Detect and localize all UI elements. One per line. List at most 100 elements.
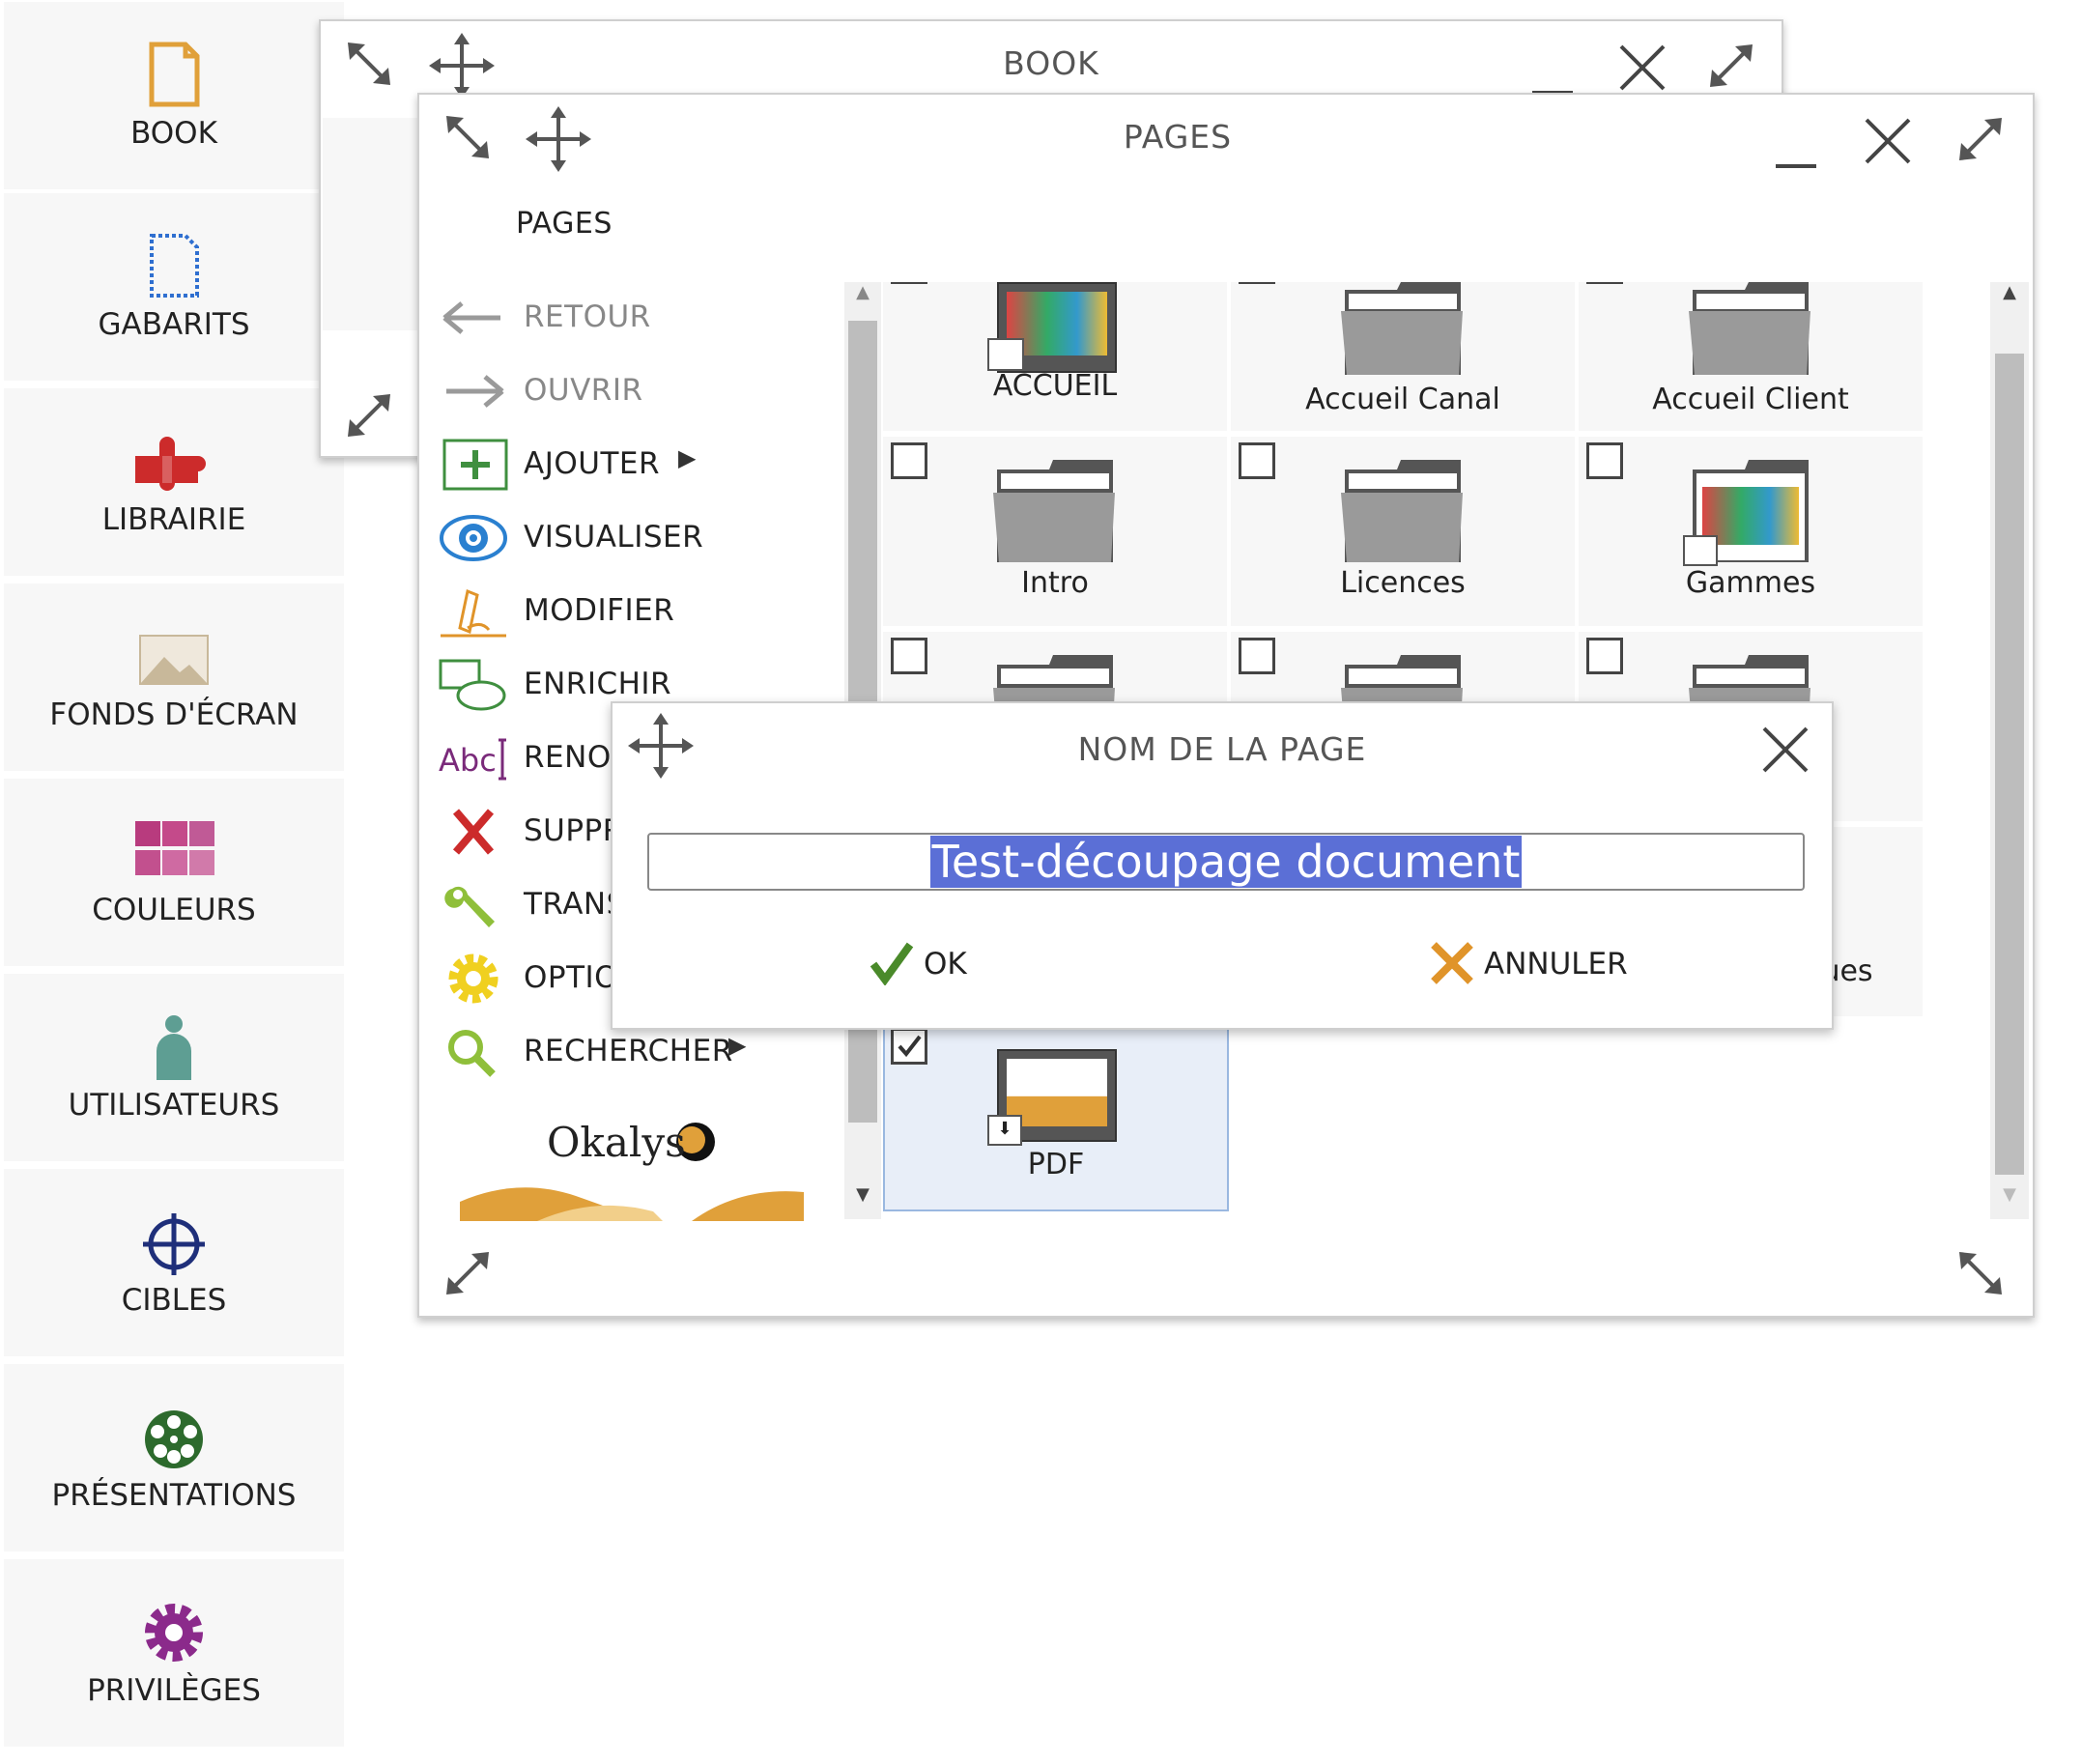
target-icon	[143, 1213, 205, 1275]
sidebar-item-label: PRIVILÈGES	[87, 1673, 261, 1708]
scroll-up-icon[interactable]: ▲	[856, 282, 869, 302]
close-icon[interactable]	[1758, 723, 1812, 777]
page-tile[interactable]: Accueil Canal	[1231, 282, 1575, 431]
arrow-right-icon	[446, 375, 504, 408]
arrow-left-icon	[442, 301, 500, 334]
menu-item-enrichir[interactable]: ENRICHIR	[439, 655, 864, 713]
ok-button[interactable]: OK	[869, 937, 1063, 995]
tile-checkbox[interactable]	[1586, 638, 1623, 674]
tile-checkbox[interactable]	[1239, 442, 1275, 479]
page-tile[interactable]: Licences	[1231, 437, 1575, 626]
move-icon[interactable]	[524, 104, 593, 174]
sidebar-item-cibles[interactable]: CIBLES	[4, 1169, 344, 1356]
okalys-logo: Okalys	[460, 1119, 804, 1221]
page-tile[interactable]: ACCUEIL	[883, 282, 1227, 431]
tile-checkbox[interactable]	[891, 638, 927, 674]
sidebar: BOOK GABARITS LIBRAIRIE FONDS D'ÉCRAN CO…	[0, 0, 346, 1764]
cog-icon	[145, 1604, 203, 1662]
page-tile-selected[interactable]: ⬇ PDF	[883, 1022, 1229, 1211]
minimize-icon[interactable]	[1772, 133, 1820, 172]
folder-icon	[993, 460, 1115, 562]
resize-nw-icon[interactable]	[439, 108, 497, 166]
scroll-thumb[interactable]	[1995, 354, 2024, 1175]
tile-checkbox[interactable]	[1239, 282, 1275, 284]
page-name-input[interactable]: Test-découpage document	[647, 833, 1805, 891]
delete-x-icon	[452, 809, 495, 855]
close-icon[interactable]	[1861, 114, 1915, 168]
tile-label: Accueil Canal	[1305, 383, 1500, 416]
menu-item-label: AJOUTER	[524, 446, 661, 481]
sidebar-item-label: LIBRAIRIE	[101, 502, 246, 537]
rename-dialog: NOM DE LA PAGE Test-découpage document O…	[611, 701, 1834, 1030]
sidebar-item-label: COULEURS	[92, 893, 256, 927]
folder-icon	[1341, 282, 1463, 375]
resize-sw-icon[interactable]	[439, 1244, 497, 1302]
options-gear-icon	[448, 953, 499, 1004]
sidebar-item-label: GABARITS	[98, 307, 250, 342]
sidebar-item-book[interactable]: BOOK	[4, 2, 344, 189]
menu-item-label: RETOUR	[524, 299, 651, 334]
tile-checkbox[interactable]	[1586, 442, 1623, 479]
menu-item-label: OUVRIR	[524, 373, 643, 408]
section-label: PAGES	[516, 207, 613, 241]
tile-checkbox[interactable]	[1239, 638, 1275, 674]
sidebar-item-label: FONDS D'ÉCRAN	[49, 697, 299, 732]
sidebar-item-label: PRÉSENTATIONS	[51, 1478, 297, 1513]
resize-ne-icon[interactable]	[1952, 110, 2010, 168]
fullscreen-icon	[987, 338, 1024, 371]
sidebar-item-presentations[interactable]: PRÉSENTATIONS	[4, 1364, 344, 1551]
menu-item-ouvrir[interactable]: OUVRIR	[439, 361, 864, 419]
menu-item-label: RECHERCHER	[524, 1034, 733, 1068]
menu-item-modifier[interactable]: MODIFIER	[439, 582, 864, 640]
cancel-x-icon	[1431, 942, 1473, 984]
page-tile[interactable]: Gammes	[1579, 437, 1923, 626]
eye-icon	[440, 515, 507, 561]
tile-checkbox-checked[interactable]	[891, 1028, 927, 1065]
logo-text: Okalys	[547, 1119, 686, 1166]
tile-checkbox[interactable]	[891, 282, 927, 284]
move-icon[interactable]	[626, 711, 696, 781]
book-panel-strip	[323, 118, 419, 330]
tile-checkbox[interactable]	[891, 442, 927, 479]
close-icon[interactable]	[1615, 41, 1669, 95]
menu-item-visualiser[interactable]: VISUALISER	[439, 508, 864, 566]
move-icon[interactable]	[427, 31, 497, 100]
page-tile[interactable]: Intro	[883, 437, 1227, 626]
dialog-title: NOM DE LA PAGE	[1077, 730, 1367, 768]
tile-checkbox[interactable]	[1586, 282, 1623, 284]
tile-label: Accueil Client	[1652, 383, 1849, 416]
sidebar-item-label: CIBLES	[121, 1283, 227, 1318]
sidebar-item-utilisateurs[interactable]: UTILISATEURS	[4, 974, 344, 1161]
scroll-up-icon[interactable]: ▲	[2003, 282, 2016, 302]
menu-item-retour[interactable]: RETOUR	[439, 288, 864, 346]
resize-nw-icon[interactable]	[340, 35, 398, 93]
rename-abc-icon: Abc	[439, 738, 506, 781]
submenu-arrow-icon: ▶	[678, 444, 697, 471]
cancel-label: ANNULER	[1484, 947, 1628, 982]
download-icon: ⬇	[987, 1115, 1022, 1146]
sidebar-item-fonds-ecran[interactable]: FONDS D'ÉCRAN	[4, 583, 344, 771]
menu-item-ajouter[interactable]: AJOUTER ▶	[439, 435, 864, 493]
sidebar-item-librairie[interactable]: LIBRAIRIE	[4, 388, 344, 576]
tile-label: Intro	[1021, 566, 1089, 600]
search-icon	[448, 1030, 496, 1077]
menu-item-label: MODIFIER	[524, 593, 675, 628]
resize-ne-icon[interactable]	[1702, 37, 1760, 95]
window-title: PAGES	[1123, 118, 1233, 156]
sidebar-item-privileges[interactable]: PRIVILÈGES	[4, 1559, 344, 1747]
tile-label: PDF	[1027, 1148, 1085, 1181]
grid-scrollbar[interactable]: ▲ ▼	[1990, 282, 2029, 1219]
scroll-down-icon[interactable]: ▼	[2003, 1184, 2016, 1205]
sidebar-item-couleurs[interactable]: COULEURS	[4, 779, 344, 966]
sidebar-item-gabarits[interactable]: GABARITS	[4, 193, 344, 381]
folder-icon	[1689, 282, 1810, 375]
cancel-button[interactable]: ANNULER	[1430, 937, 1681, 995]
resize-sw-icon[interactable]	[340, 386, 398, 444]
sidebar-item-label: UTILISATEURS	[68, 1088, 280, 1123]
scroll-down-icon[interactable]: ▼	[856, 1184, 869, 1205]
window-title: BOOK	[1003, 44, 1099, 82]
resize-se-icon[interactable]	[1952, 1244, 2010, 1302]
page-tile[interactable]: Accueil Client	[1579, 282, 1923, 431]
ok-label: OK	[924, 947, 967, 982]
menu-item-rechercher[interactable]: RECHERCHER ▶	[439, 1022, 864, 1080]
